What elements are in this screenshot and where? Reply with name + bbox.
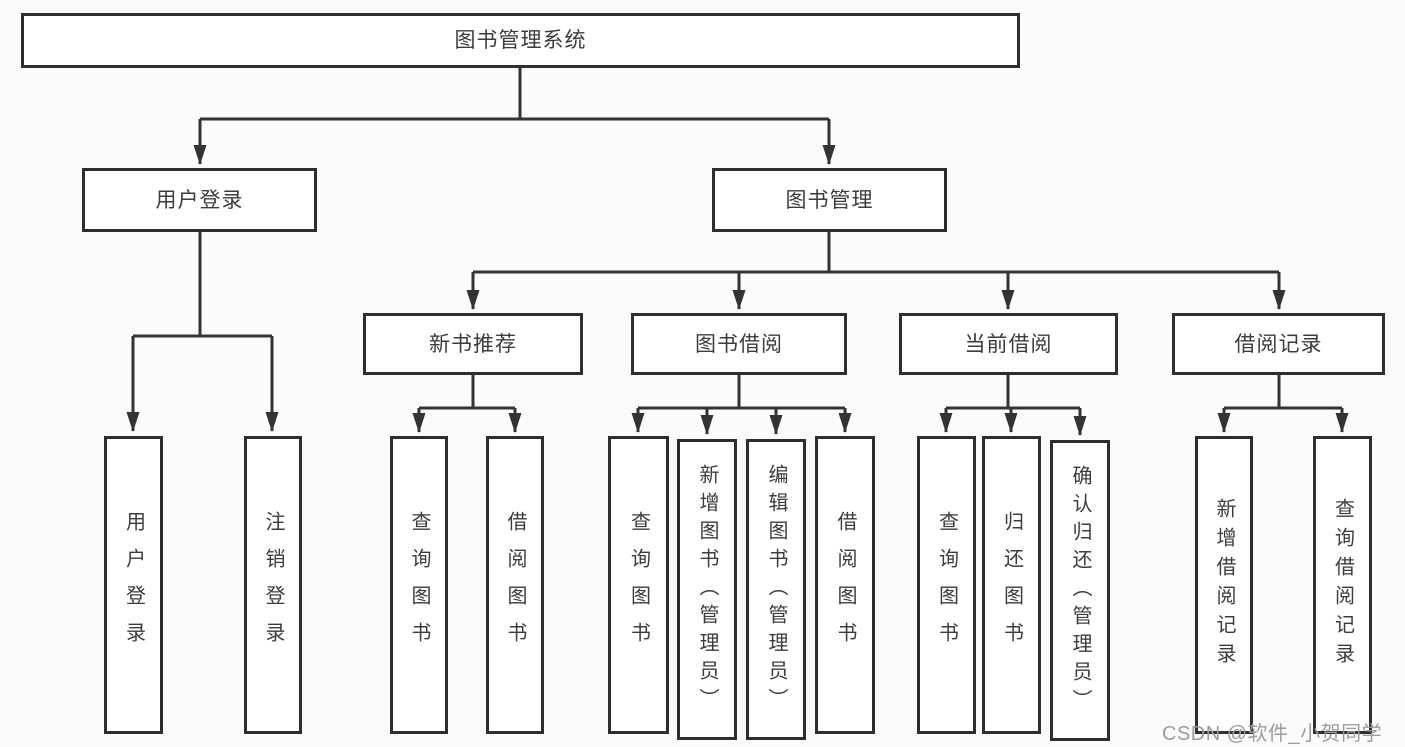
node-new-book-recommend-label: 新书推荐 <box>429 332 517 356</box>
leaf-user-login-label: 用户登录 <box>122 511 145 659</box>
leaf-borrow-borrow-book-label: 借阅图书 <box>834 511 856 659</box>
node-root-label: 图书管理系统 <box>454 29 587 52</box>
leaf-current-query-book: 查询图书 <box>917 436 976 734</box>
leaf-recommend-query-book-label: 查询图书 <box>408 511 430 659</box>
leaf-recommend-query-book: 查询图书 <box>390 436 448 734</box>
leaf-confirm-return-admin-label: 确认归还（管理员） <box>1069 464 1091 717</box>
leaf-edit-book-admin-label: 编辑图书（管理员） <box>765 463 787 716</box>
node-current-borrow-label: 当前借阅 <box>964 332 1053 356</box>
leaf-recommend-borrow-book-label: 借阅图书 <box>504 511 526 659</box>
leaf-query-borrow-record-label: 查询借阅记录 <box>1331 498 1354 672</box>
leaf-edit-book-admin: 编辑图书（管理员） <box>746 439 806 740</box>
leaf-logout-login-label: 注销登录 <box>262 511 284 659</box>
node-root: 图书管理系统 <box>21 13 1020 68</box>
leaf-logout-login: 注销登录 <box>244 436 302 734</box>
node-user-login-branch: 用户登录 <box>82 168 317 232</box>
node-book-management: 图书管理 <box>712 168 947 232</box>
leaf-return-book: 归还图书 <box>982 436 1041 734</box>
leaf-borrow-query-book-label: 查询图书 <box>627 511 650 659</box>
node-borrow-records-label: 借阅记录 <box>1234 332 1323 356</box>
node-book-management-label: 图书管理 <box>785 188 874 212</box>
leaf-confirm-return-admin: 确认归还（管理员） <box>1050 440 1110 741</box>
leaf-add-book-admin-label: 新增图书（管理员） <box>696 463 718 716</box>
leaf-current-query-book-label: 查询图书 <box>935 511 958 659</box>
node-book-borrow: 图书借阅 <box>631 313 847 375</box>
node-new-book-recommend: 新书推荐 <box>363 313 583 375</box>
leaf-add-borrow-record-label: 新增借阅记录 <box>1213 498 1235 672</box>
leaf-add-borrow-record: 新增借阅记录 <box>1195 436 1253 734</box>
node-current-borrow: 当前借阅 <box>899 313 1118 375</box>
elbow-segments <box>133 68 1342 410</box>
leaf-borrow-query-book: 查询图书 <box>608 436 669 734</box>
leaf-user-login: 用户登录 <box>104 436 163 734</box>
node-user-login-branch-label: 用户登录 <box>155 188 244 212</box>
leaf-add-book-admin: 新增图书（管理员） <box>677 439 737 740</box>
leaf-query-borrow-record: 查询借阅记录 <box>1313 436 1372 734</box>
csdn-watermark: CSDN @软件_小贺同学 <box>1162 723 1383 745</box>
leaf-recommend-borrow-book: 借阅图书 <box>486 436 544 734</box>
leaf-borrow-borrow-book: 借阅图书 <box>815 436 875 734</box>
node-borrow-records: 借阅记录 <box>1172 313 1385 375</box>
leaf-return-book-label: 归还图书 <box>1000 511 1023 659</box>
node-book-borrow-label: 图书借阅 <box>695 332 783 356</box>
